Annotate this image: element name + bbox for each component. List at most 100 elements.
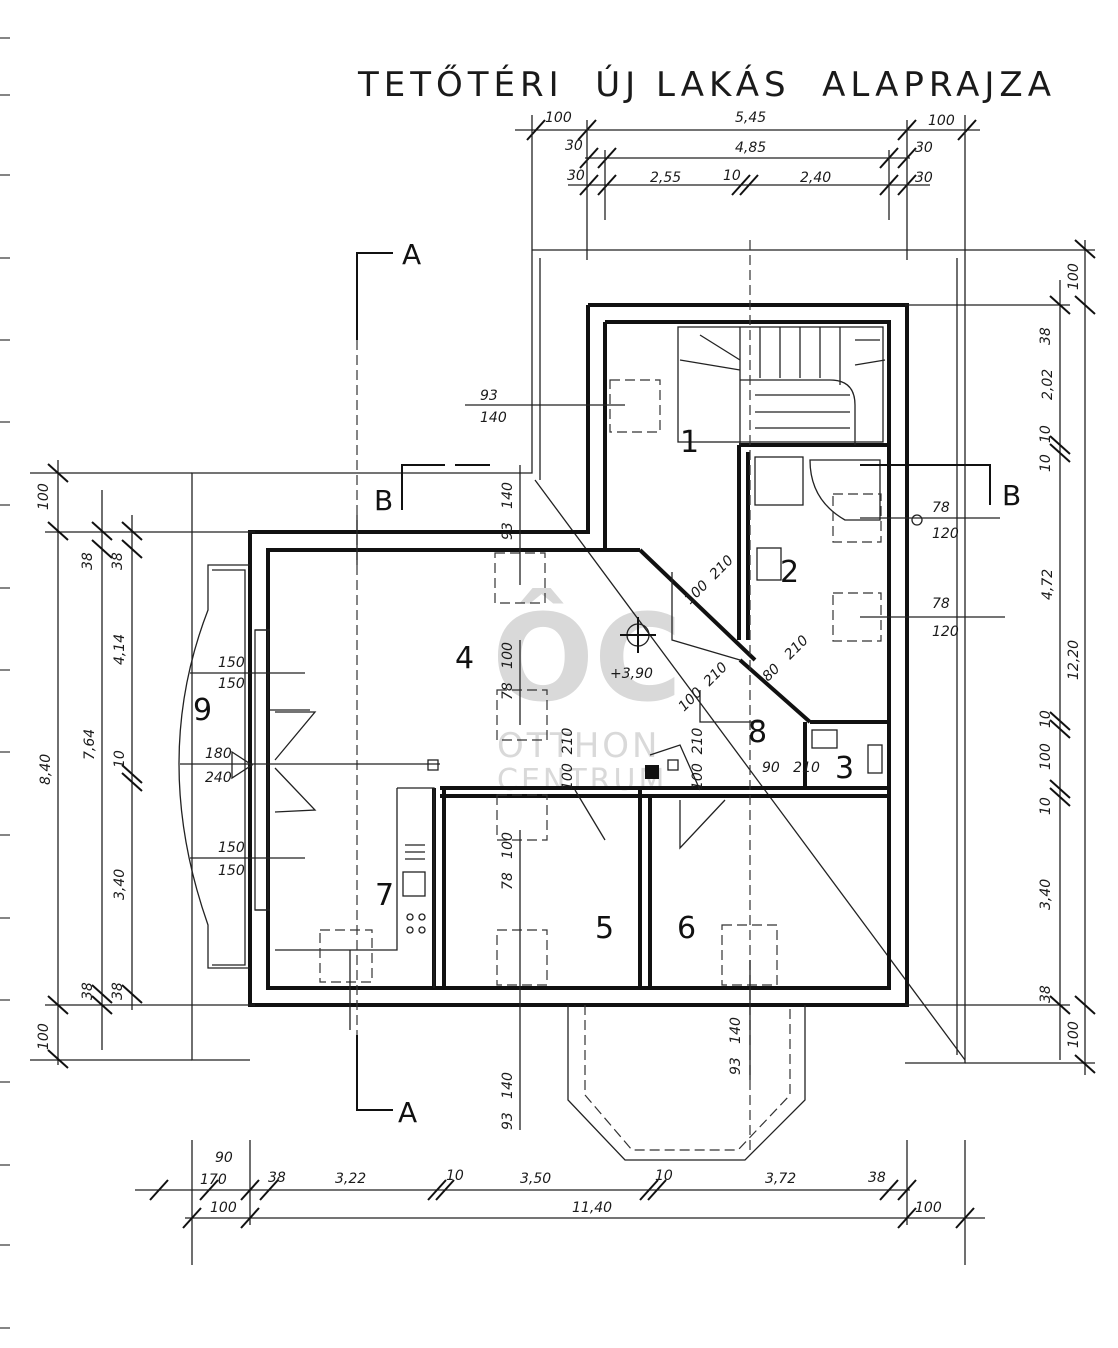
opening-w9a-bot: 150: [218, 676, 245, 692]
opening-w7: 80 210: [760, 633, 812, 685]
opening-w9a-top: 150: [218, 655, 245, 671]
right-dim-10c: 10: [1038, 710, 1054, 728]
watermark-logo: ÔC: [492, 589, 682, 729]
right-dim-labels: 100 38 2,02 10 10 4,72 12,20 10 100 10 3…: [1038, 263, 1082, 1048]
interior-walls: [275, 443, 889, 988]
left-dim-labels: 100 38 38 4,14 8,40 7,64 10 3,40 38 38 1…: [36, 483, 128, 1050]
opening-w12: 93 140: [500, 1072, 516, 1130]
right-dim-1220: 12,20: [1066, 640, 1082, 680]
right-dim-10b: 10: [1038, 454, 1054, 472]
right-dim-10d: 10: [1038, 797, 1054, 815]
opening-w2-bot: 120: [932, 526, 959, 542]
top-dim-10: 10: [723, 168, 741, 184]
watermark-line2: CENTRUM: [497, 763, 667, 798]
opening-w3-top: 78: [932, 596, 950, 612]
top-dim-240: 2,40: [800, 170, 831, 186]
opening-w9b-top: 180: [205, 746, 232, 762]
top-dim-545: 5,45: [735, 110, 766, 126]
room-7-label: 7: [375, 878, 394, 913]
left-dim-38-bot2: 38: [110, 982, 126, 1000]
bottom-dim-labels: 90 170 100 38 3,22 10 3,50 10 3,72 38 11…: [200, 1150, 942, 1216]
left-dim-38-bot: 38: [80, 982, 96, 1000]
right-dim-100-top: 100: [1066, 263, 1082, 290]
bottom-dim-38a: 38: [268, 1170, 286, 1186]
bottom-dim-1140: 11,40: [572, 1200, 612, 1216]
bottom-dim-10b: 10: [655, 1168, 673, 1184]
room-4-label: 4: [455, 641, 474, 676]
bottom-dimensions: [135, 1140, 985, 1265]
bottom-dim-100: 100: [210, 1200, 237, 1216]
opening-w13: 93 140: [728, 1017, 744, 1075]
right-dim-100-bot: 100: [1066, 1021, 1082, 1048]
top-dim-100-left: 100: [545, 110, 572, 126]
bottom-dim-350: 3,50: [520, 1171, 551, 1187]
level-marker: +3,90: [610, 617, 656, 682]
room-8-label: 8: [748, 715, 767, 750]
bottom-dim-322: 3,22: [335, 1171, 366, 1187]
opening-w8: 100 210: [560, 728, 576, 790]
bottom-bay: [567, 1005, 806, 1161]
left-dim-38-top: 38: [80, 552, 96, 570]
opening-labels: 93 140 78 120 78 120 93 140 100 210 78 1…: [180, 388, 1005, 1130]
opening-w11: 78 100: [500, 832, 516, 890]
top-dim-30b: 30: [915, 140, 933, 156]
bottom-dim-100r: 100: [915, 1200, 942, 1216]
section-lines: [356, 240, 991, 1150]
opening-w9c-top: 150: [218, 840, 245, 856]
door-swings: [270, 572, 760, 850]
opening-w9: 100 210: [690, 728, 706, 790]
left-dimensions: [30, 460, 255, 1069]
plan-title: TETŐTÉRI ÚJ LAKÁS ALAPRAJZA: [357, 64, 1056, 105]
bottom-dim-372: 3,72: [765, 1171, 796, 1187]
left-dim-340: 3,40: [112, 869, 128, 900]
top-dim-100-right: 100: [928, 113, 955, 129]
staircase: [677, 326, 886, 445]
left-dim-764: 7,64: [82, 729, 98, 760]
opening-w1-top: 93: [480, 388, 498, 404]
top-dim-30a: 30: [565, 138, 583, 154]
opening-w1-bot: 140: [480, 410, 507, 426]
right-dim-340: 3,40: [1038, 879, 1054, 910]
room-6-label: 6: [677, 911, 696, 946]
left-dim-38-top2: 38: [110, 552, 126, 570]
top-dim-485: 4,85: [735, 140, 766, 156]
bottom-dim-170: 170: [200, 1172, 227, 1188]
section-b-right: B: [1002, 479, 1021, 512]
section-a-top: A: [402, 238, 421, 271]
opening-w2-top: 78: [932, 500, 950, 516]
opening-w9c-bot: 150: [218, 863, 245, 879]
watermark-line1: OTTHON: [497, 726, 660, 766]
bathroom-fixtures: [754, 456, 923, 774]
opening-w5: 78 100: [500, 642, 516, 700]
top-dim-30c: 30: [567, 168, 585, 184]
level-label: +3,90: [610, 666, 653, 682]
opening-w4: 93 140: [500, 482, 516, 540]
right-dim-38-top: 38: [1038, 327, 1054, 345]
room-2-label: 2: [780, 555, 799, 590]
left-dim-840: 8,40: [38, 754, 54, 785]
right-dim-472: 4,72: [1040, 569, 1056, 600]
left-dim-414: 4,14: [112, 634, 128, 665]
right-dim-202: 2,02: [1040, 369, 1056, 400]
left-dim-100-bot: 100: [36, 1023, 52, 1050]
entrance-arrow: [231, 750, 679, 780]
section-a-bottom: A: [398, 1096, 417, 1129]
bottom-dim-10a: 10: [446, 1168, 464, 1184]
top-dim-30d: 30: [915, 170, 933, 186]
left-dim-100-top: 100: [36, 483, 52, 510]
left-dim-10: 10: [112, 750, 128, 768]
bottom-dim-38b: 38: [868, 1170, 886, 1186]
opening-w3-bot: 120: [932, 624, 959, 640]
opening-w4-door: 100 210: [682, 552, 737, 607]
top-dimensions: [515, 115, 980, 260]
opening-w9b-bot: 240: [205, 770, 232, 786]
watermark: ÔC OTTHON CENTRUM: [492, 589, 682, 798]
right-dimensions: [905, 239, 1096, 1075]
section-b-left: B: [374, 484, 393, 517]
right-dim-100-mid: 100: [1038, 743, 1054, 770]
room-1-label: 1: [680, 425, 699, 460]
margin-marks: [0, 37, 10, 1329]
room-3-label: 3: [835, 751, 854, 786]
room-9-label: 9: [193, 693, 212, 728]
